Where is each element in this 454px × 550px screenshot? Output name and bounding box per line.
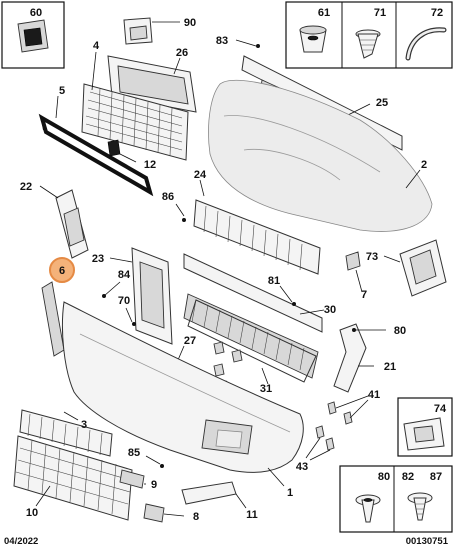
inset-part-74: 74 bbox=[397, 397, 453, 457]
callout-6: 6 bbox=[59, 265, 65, 277]
callout-7: 7 bbox=[361, 289, 367, 301]
clips-part-41: 41 bbox=[327, 389, 380, 425]
callout-80-inset: 80 bbox=[378, 471, 390, 483]
callout-27: 27 bbox=[184, 335, 196, 347]
footer-date: 04/2022 bbox=[4, 536, 38, 547]
callout-60: 60 bbox=[30, 7, 42, 19]
screw-part-80 bbox=[355, 494, 381, 523]
callout-group-83: 83 bbox=[216, 35, 260, 48]
lower-reinforcement-part-24: 24 bbox=[193, 169, 321, 275]
callout-11: 11 bbox=[246, 509, 258, 521]
callout-group-84: 84 bbox=[102, 269, 131, 298]
callout-90: 90 bbox=[184, 17, 196, 29]
side-liner-part-22: 22 bbox=[20, 181, 89, 259]
screw-clip-part-71 bbox=[355, 29, 381, 59]
callout-25: 25 bbox=[376, 97, 388, 109]
grille-mesh-part-4: 4 bbox=[81, 40, 189, 161]
callout-41: 41 bbox=[368, 389, 380, 401]
callout-86: 86 bbox=[162, 191, 174, 203]
callout-81: 81 bbox=[268, 275, 280, 287]
callout-1: 1 bbox=[287, 487, 293, 499]
callout-21: 21 bbox=[384, 361, 396, 373]
callout-24: 24 bbox=[194, 169, 207, 181]
callout-72: 72 bbox=[431, 7, 443, 19]
cap-part-7: 7 bbox=[345, 251, 367, 301]
callout-61: 61 bbox=[318, 7, 330, 19]
callout-group-70: 70 bbox=[118, 295, 136, 326]
callout-10: 10 bbox=[26, 507, 38, 519]
callout-3: 3 bbox=[81, 419, 87, 431]
inset-clips-61-71-72: 61 71 72 bbox=[285, 1, 453, 69]
highlight-callout-6 bbox=[49, 257, 75, 283]
callout-22: 22 bbox=[20, 181, 32, 193]
footer-diagram-code: 00130751 bbox=[406, 536, 449, 547]
callout-23: 23 bbox=[92, 253, 104, 265]
callout-30: 30 bbox=[324, 304, 336, 316]
strip-part-11: 11 bbox=[181, 481, 258, 521]
callout-12: 12 bbox=[144, 159, 156, 171]
callout-73: 73 bbox=[366, 251, 378, 263]
bumper-cover-ghost-part-2: 2 bbox=[208, 79, 433, 232]
callout-87: 87 bbox=[430, 471, 442, 483]
callout-71: 71 bbox=[374, 7, 386, 19]
cover-part-8: 8 bbox=[143, 503, 199, 523]
callout-43: 43 bbox=[296, 461, 308, 473]
callout-group-86: 86 bbox=[162, 191, 186, 222]
callout-4: 4 bbox=[93, 40, 100, 52]
callout-85: 85 bbox=[128, 447, 140, 459]
clip-part-90: 90 bbox=[123, 17, 196, 45]
lower-grille-part-3: 3 bbox=[19, 409, 113, 457]
right-bracket-part-21: 21 bbox=[333, 323, 396, 393]
callout-26: 26 bbox=[176, 47, 188, 59]
screw-part-82 bbox=[407, 492, 433, 521]
side-bracket-part-73: 73 bbox=[366, 239, 447, 297]
push-nut-part-61 bbox=[299, 25, 327, 53]
callout-82: 82 bbox=[402, 471, 414, 483]
bumper-cover-part-1: 1 bbox=[62, 301, 304, 499]
callout-83: 83 bbox=[216, 35, 228, 47]
callout-70: 70 bbox=[118, 295, 130, 307]
upper-grille-panel-part-26: 26 bbox=[107, 47, 197, 113]
inset-screws-80-82-87: 80 82 87 bbox=[339, 465, 453, 533]
callout-74: 74 bbox=[434, 403, 447, 415]
callout-84: 84 bbox=[118, 269, 131, 281]
callout-9: 9 bbox=[151, 479, 157, 491]
trim-part-9: 9 bbox=[119, 469, 157, 491]
bracket-part-12: 12 bbox=[107, 139, 156, 171]
callout-group-80: 80 bbox=[352, 325, 406, 337]
lower-grille-large-part-10: 10 bbox=[13, 435, 133, 521]
lower-absorber-part-31: 31 bbox=[187, 299, 317, 395]
clips-part-43: 43 bbox=[296, 425, 335, 473]
grille-frame-part-5: 5 bbox=[38, 85, 154, 197]
callout-80: 80 bbox=[394, 325, 406, 337]
side-bracket-part-23: 23 bbox=[92, 247, 173, 345]
inset-part-60: 60 bbox=[1, 1, 65, 69]
callout-5: 5 bbox=[59, 85, 65, 97]
callout-2: 2 bbox=[421, 159, 427, 171]
absorber-part-30: 30 bbox=[183, 253, 336, 379]
callout-8: 8 bbox=[193, 511, 199, 523]
callout-31: 31 bbox=[260, 383, 272, 395]
callout-group-85: 85 bbox=[128, 447, 164, 468]
callout-group-81: 81 bbox=[268, 275, 296, 306]
